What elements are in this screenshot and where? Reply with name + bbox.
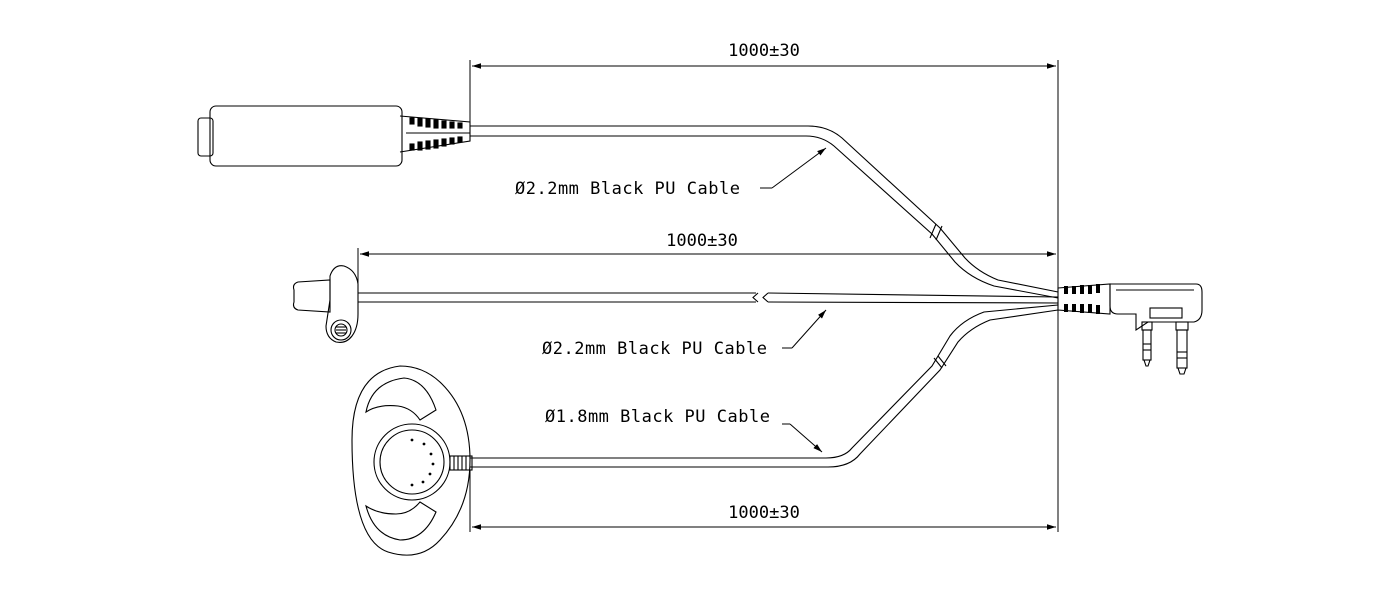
middle-cable: [358, 292, 1059, 304]
callout-middle: [782, 309, 827, 349]
dimension-middle: [357, 248, 1056, 290]
socket-connector: [197, 105, 471, 167]
plug-strain-relief-ribs: [1064, 284, 1100, 314]
ear-hanger: [351, 365, 473, 556]
dimension-bottom-label: 1000±30: [728, 503, 800, 523]
bottom-cable: [470, 304, 1059, 468]
speaker-holes: [410, 438, 435, 487]
callout-bottom: [782, 423, 823, 453]
dimension-middle-label: 1000±30: [666, 231, 738, 251]
callout-middle-label: Ø2.2mm Black PU Cable: [542, 339, 767, 359]
dimension-top: [469, 60, 1059, 292]
callout-top-label: Ø2.2mm Black PU Cable: [515, 179, 740, 199]
dimension-bottom: [469, 310, 1059, 532]
callout-bottom-label: Ø1.8mm Black PU Cable: [545, 407, 770, 427]
callout-top: [760, 147, 827, 189]
radio-plug-connector: [1057, 283, 1203, 375]
dimension-top-label: 1000±30: [728, 41, 800, 61]
earpiece: [292, 265, 359, 343]
top-cable: [470, 125, 1059, 299]
strain-relief-ribs: [409, 117, 463, 151]
